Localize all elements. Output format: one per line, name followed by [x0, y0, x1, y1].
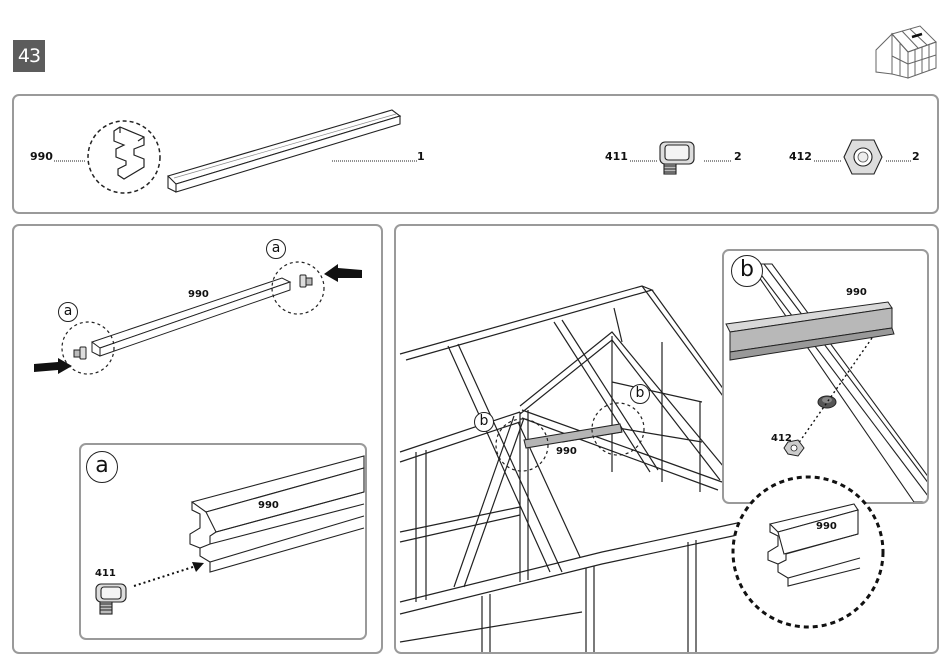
arrow-right-icon — [34, 358, 74, 378]
detail-a-callout: a — [86, 451, 118, 483]
detail-a-insert-arrow — [132, 560, 206, 590]
leader-line-990 — [54, 160, 86, 162]
nut-icon — [842, 138, 884, 176]
arrow-left-icon — [324, 264, 364, 284]
detail-a-profile-drawing — [186, 452, 366, 582]
part-412-qty: 2 — [912, 150, 920, 163]
detail-a-bolt-label: 411 — [95, 568, 116, 579]
part-990-label: 990 — [30, 150, 53, 163]
leader-line-412 — [814, 160, 842, 162]
detail-b-callout: b — [731, 255, 763, 287]
leader-line-qty-1 — [332, 160, 418, 162]
detail-zoom-circle — [730, 474, 886, 630]
step-number-badge: 43 — [13, 40, 45, 72]
left-profile-label: 990 — [188, 289, 209, 300]
leader-line-qty-412 — [886, 160, 912, 162]
detail-zoom-profile-label: 990 — [816, 521, 837, 532]
right-profile-label: 990 — [556, 446, 577, 457]
callout-b-left: b — [474, 412, 494, 432]
leader-line-qty-411 — [704, 160, 732, 162]
callout-b-right: b — [630, 384, 650, 404]
part-412-label: 412 — [789, 150, 812, 163]
part-411-qty: 2 — [734, 150, 742, 163]
detail-b-drawing — [724, 251, 929, 504]
callout-a-left: a — [58, 302, 78, 322]
greenhouse-icon — [872, 22, 940, 80]
leader-line-411 — [630, 160, 658, 162]
detail-a-bolt-drawing — [96, 580, 136, 616]
detail-b-box — [722, 249, 929, 504]
detail-a-profile-label: 990 — [258, 500, 279, 511]
part-990-qty: 1 — [417, 150, 425, 163]
right-end-callout-circle — [270, 260, 326, 316]
detail-b-nut-label: 412 — [771, 433, 792, 444]
profile-end-magnifier — [86, 119, 164, 197]
bolt-icon — [656, 136, 700, 180]
detail-b-profile-label: 990 — [846, 287, 867, 298]
profile-990-drawing — [160, 106, 410, 196]
part-411-label: 411 — [605, 150, 628, 163]
callout-a-right: a — [266, 239, 286, 259]
